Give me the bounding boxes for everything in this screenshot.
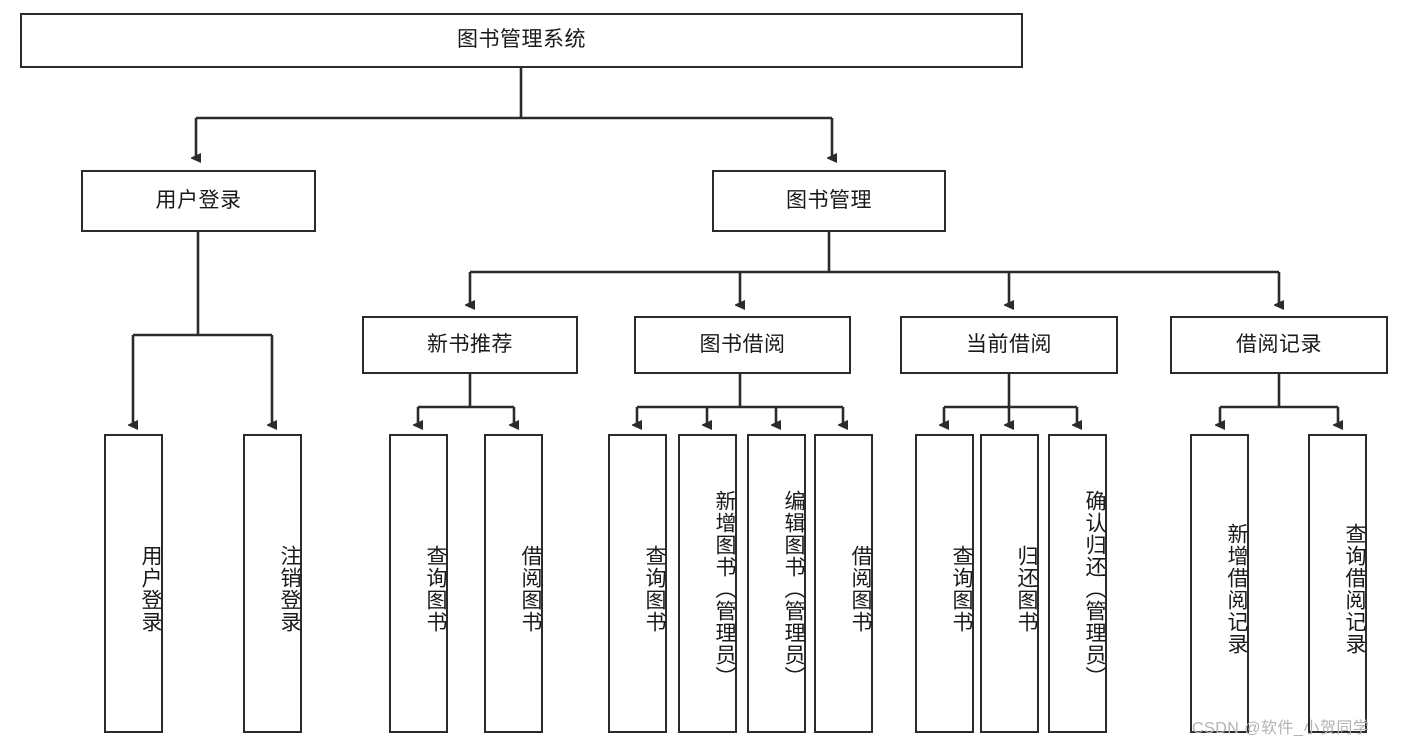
node-leaf-user-login-label: 用户登录 <box>139 544 162 633</box>
node-leaf-user-logout[interactable]: 注销登录 <box>243 434 302 733</box>
node-borrow-record-label: 借阅记录 <box>1236 332 1322 356</box>
node-leaf-query-book-2-label: 查询图书 <box>643 544 666 633</box>
node-borrow-record[interactable]: 借阅记录 <box>1170 316 1388 374</box>
node-book-borrow-label: 图书借阅 <box>699 332 786 356</box>
node-leaf-return-book-label: 归还图书 <box>1015 544 1038 633</box>
node-leaf-borrow-book-2-label: 借阅图书 <box>849 544 872 633</box>
watermark: CSDN @软件_小贺同学 <box>1192 720 1370 737</box>
node-leaf-edit-book-label: 编辑图书（管理员） <box>782 489 805 688</box>
node-leaf-query-book-3-label: 查询图书 <box>950 544 973 633</box>
node-current-borrow-label: 当前借阅 <box>966 332 1052 356</box>
node-book-borrow[interactable]: 图书借阅 <box>634 316 851 374</box>
node-leaf-query-record[interactable]: 查询借阅记录 <box>1308 434 1367 733</box>
node-book-management[interactable]: 图书管理 <box>712 170 946 232</box>
node-root[interactable]: 图书管理系统 <box>20 13 1023 68</box>
node-leaf-add-record[interactable]: 新增借阅记录 <box>1190 434 1249 733</box>
node-user-login[interactable]: 用户登录 <box>81 170 316 232</box>
node-leaf-query-book-1[interactable]: 查询图书 <box>389 434 448 733</box>
node-root-label: 图书管理系统 <box>457 28 586 52</box>
node-leaf-confirm-return-label: 确认归还（管理员） <box>1083 489 1106 688</box>
node-leaf-add-record-label: 新增借阅记录 <box>1225 522 1248 655</box>
node-leaf-query-book-2[interactable]: 查询图书 <box>608 434 667 733</box>
node-leaf-add-book-label: 新增图书（管理员） <box>713 489 736 688</box>
node-new-book-recommend[interactable]: 新书推荐 <box>362 316 578 374</box>
node-user-login-label: 用户登录 <box>155 188 242 212</box>
node-leaf-edit-book[interactable]: 编辑图书（管理员） <box>747 434 806 733</box>
node-new-book-recommend-label: 新书推荐 <box>427 332 513 356</box>
node-leaf-user-login[interactable]: 用户登录 <box>104 434 163 733</box>
node-leaf-query-book-1-label: 查询图书 <box>424 544 447 633</box>
node-leaf-add-book[interactable]: 新增图书（管理员） <box>678 434 737 733</box>
node-leaf-user-logout-label: 注销登录 <box>278 544 301 633</box>
node-leaf-borrow-book-1-label: 借阅图书 <box>519 544 542 633</box>
node-leaf-confirm-return[interactable]: 确认归还（管理员） <box>1048 434 1107 733</box>
node-leaf-return-book[interactable]: 归还图书 <box>980 434 1039 733</box>
node-leaf-query-book-3[interactable]: 查询图书 <box>915 434 974 733</box>
node-leaf-borrow-book-2[interactable]: 借阅图书 <box>814 434 873 733</box>
node-leaf-query-record-label: 查询借阅记录 <box>1343 522 1366 655</box>
node-leaf-borrow-book-1[interactable]: 借阅图书 <box>484 434 543 733</box>
node-book-management-label: 图书管理 <box>786 188 872 212</box>
node-current-borrow[interactable]: 当前借阅 <box>900 316 1118 374</box>
